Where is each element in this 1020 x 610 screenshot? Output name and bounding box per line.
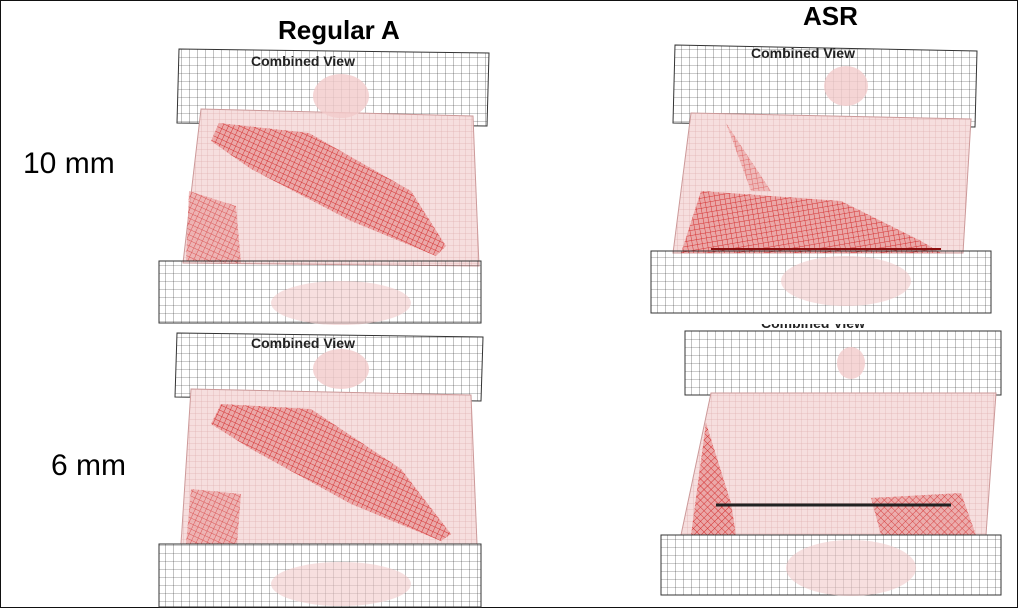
column-header-regular-a: Regular A bbox=[278, 15, 400, 45]
view-label: Combined View bbox=[251, 53, 355, 69]
panel-regular-a-10mm: Combined View bbox=[141, 41, 501, 326]
damage-band bbox=[211, 123, 446, 256]
damage-band-left bbox=[691, 423, 736, 535]
panel-asr-10mm: Combined View bbox=[641, 41, 1001, 321]
column-header-asr: ASR bbox=[803, 1, 858, 31]
mesh-diagram-asr-6mm bbox=[660, 330, 1002, 596]
mesh-diagram-regular-a-10mm bbox=[158, 48, 490, 325]
view-label: Combined View bbox=[761, 315, 865, 331]
view-label: Combined View bbox=[251, 335, 355, 351]
panel-asr-6mm: Combined View bbox=[651, 323, 1011, 603]
row-header-6mm: 6 mm bbox=[51, 449, 126, 482]
panel-regular-a-6mm: Combined View bbox=[141, 329, 501, 609]
mesh-diagram-asr-10mm bbox=[650, 44, 992, 314]
mesh-diagram-regular-a-6mm bbox=[158, 332, 484, 608]
damage-band bbox=[681, 191, 941, 253]
damage-band-right bbox=[871, 493, 976, 535]
damage-band bbox=[211, 404, 451, 541]
row-header-10mm: 10 mm bbox=[23, 147, 115, 180]
view-label: Combined View bbox=[751, 45, 855, 61]
